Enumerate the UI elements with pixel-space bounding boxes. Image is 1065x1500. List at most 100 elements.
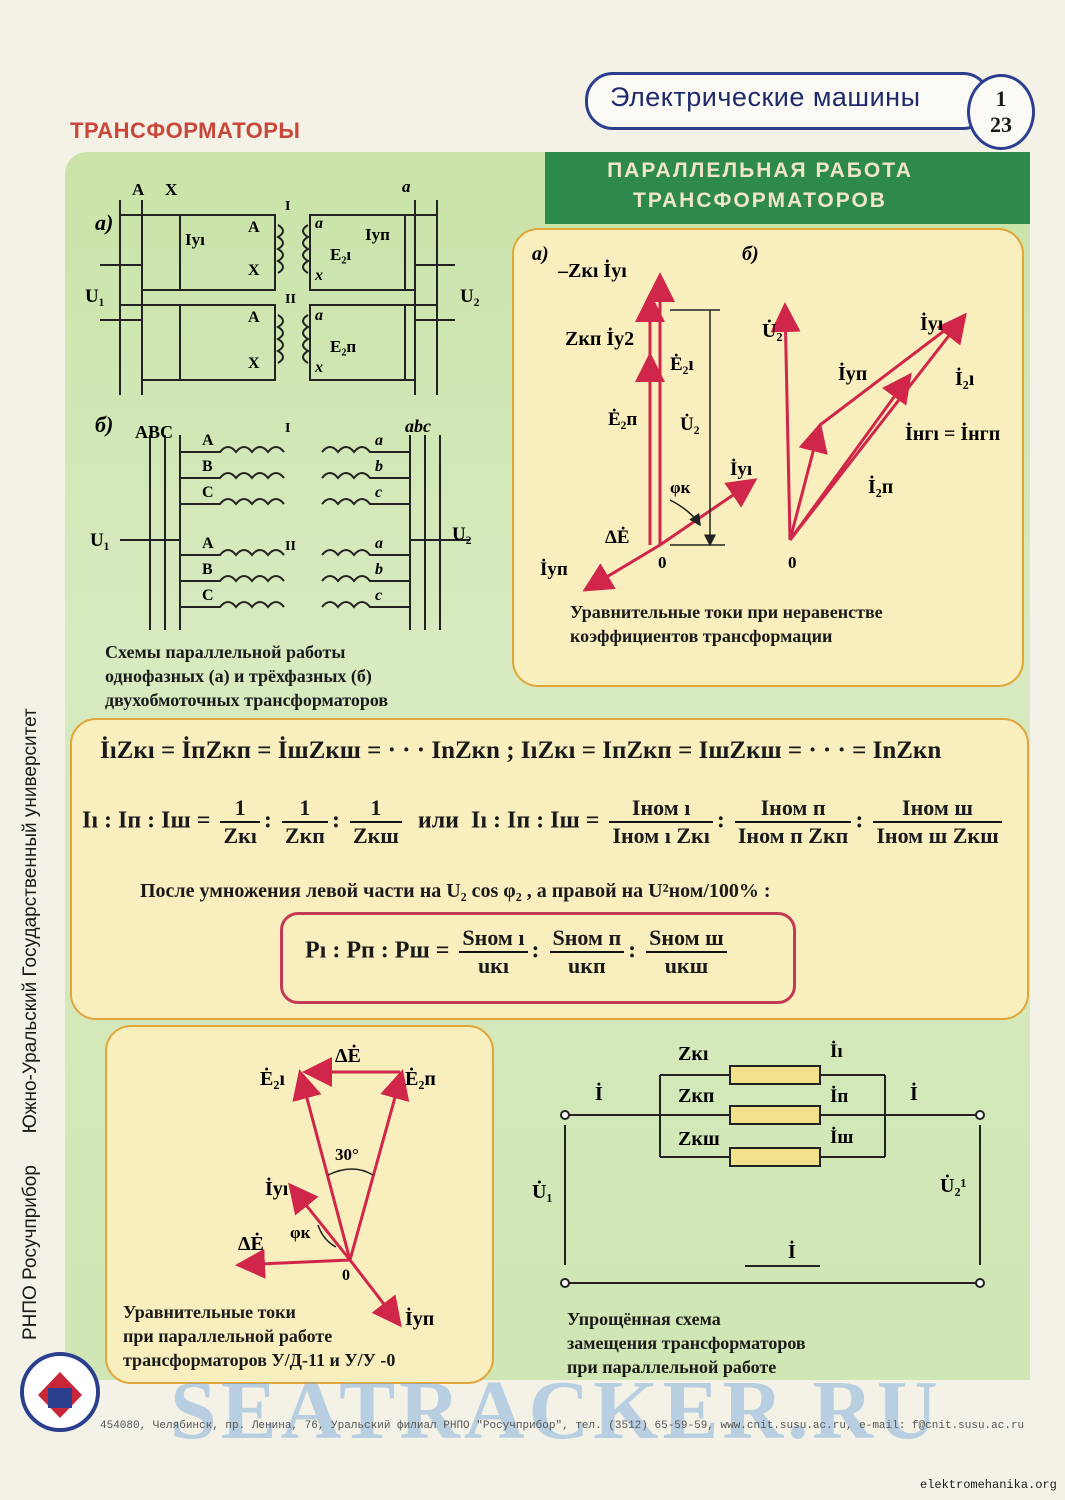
scheme-label-b: б) [95,412,113,437]
group-caption-2: при параллельной работе [123,1326,333,1346]
term-a12: X [248,262,260,279]
section-label: ТРАНСФОРМАТОРЫ [70,118,301,143]
term-a14: x [314,267,323,284]
formula-note: После умножения левой части на U₂ cos φ₂… [140,880,771,902]
term-b10: U₁ [90,530,109,551]
term-b1: abc [405,416,431,436]
circ-label-9: U̇₂¹ [940,1173,966,1197]
vec-a-4: U̇₂ [680,414,700,435]
circ-label-1: Zкп [678,1085,714,1107]
watermark: SEATRACKER.RU [170,1364,942,1457]
circ-label-2: Zкш [678,1128,720,1150]
side-univ: Южно-Уральский Государственный университ… [20,708,41,1134]
term-b15: a [375,535,383,552]
result-box [280,912,796,1004]
vec-a-2: Ė₂ı [670,354,694,375]
term-a1: X [165,180,178,199]
term-b12: A [202,535,214,552]
side-org: РНПО Росучприбор [20,1165,41,1340]
term-b13: B [202,561,213,578]
vector-caption-2: коэффициентов трансформации [570,626,833,646]
circuit-caption-1: Упрощённая схема [567,1309,721,1329]
term-a13: a [315,215,323,232]
term-b17: c [375,587,382,604]
term-b14: C [202,587,214,604]
topic-line1: ПАРАЛЛЕЛЬНАЯ РАБОТА [607,159,913,182]
ratio-right: Iı : Iп : Iш = [471,807,600,834]
vec-b-0: U̇₂ [762,318,782,342]
term-a2: a [402,177,411,196]
side-org-univ: РНПО Росучприбор Южно-Уральский Государс… [20,708,42,1340]
term-b8: I [285,421,290,436]
vec-b-6: 0 [788,553,797,572]
footer-site: elektromehanika.org [920,1478,1057,1492]
vector-diagrams: а) б) –Zкı İуı Zкп İу2 Ė₂ı Ė₂п U̇₂ İуı φ… [532,243,1000,592]
vector-panel [512,228,1024,687]
term-a9: E₂ı [330,245,351,264]
term-b0: ABC [135,422,173,442]
badge-top: 1 [995,86,1007,111]
vec-b-2: İуп [838,361,867,385]
formula-line1: İıZкı = İпZкп = İшZкш = · · · InZкn ; Iı… [100,737,942,764]
grp-label-1: Ė₂ı [260,1066,285,1090]
term-a0: A [132,180,145,199]
formula-panel [70,718,1029,1020]
circ-label-0: Zкı [678,1043,709,1065]
badge-bottom: 23 [990,112,1012,137]
grp-label-3: 30° [335,1145,359,1164]
header-title: Электрические машины [610,82,921,112]
term-b6: b [375,458,383,475]
term-b2: A [202,432,214,449]
vec-a-6: φк [670,478,691,497]
vector-caption: Уравнительные токи при неравенстве коэфф… [570,600,883,648]
vec-b-4: İнгı = İнгп [905,421,1000,445]
ratio-left: Iı : Iп : Iш = [82,807,211,834]
grp-label-4: İуı [265,1176,289,1200]
term-a4: II [285,292,296,307]
equivalent-circuit: Zкı Zкп Zкш İı İп İш İ İ U̇₁ U̇₂¹ İ [532,1041,985,1288]
vec-a-3: Ė₂п [608,409,637,430]
group-caption-1: Уравнительные токи [123,1302,296,1322]
term-b9: II [285,539,296,554]
grp-label-8: İуп [405,1306,434,1330]
term-a3: I [285,199,290,214]
circuit-caption-3: при параллельной работе [567,1357,777,1377]
topic-title: ПАРАЛЛЕЛЬНАЯ РАБОТА ТРАНСФОРМАТОРОВ [560,156,960,216]
schemes-caption-3: двухобмоточных трансформаторов [105,690,389,710]
grp-label-5: φк [290,1223,311,1242]
group-caption-3: трансформаторов У/Д-11 и У/У -0 [123,1350,396,1370]
term-b3: B [202,458,213,475]
vec-a-5: İуı [730,459,752,480]
vector-caption-1: Уравнительные токи при неравенстве [570,602,883,622]
vec-b-1: İуı [920,311,944,335]
term-a17: a [315,307,323,324]
term-a5: U₁ [85,286,104,307]
term-a18: x [314,359,323,376]
circuit-caption: Упрощённая схема замещения трансформатор… [567,1307,806,1379]
term-b7: c [375,484,382,501]
vec-a-9: 0 [658,553,667,572]
group-caption: Уравнительные токи при параллельной рабо… [123,1300,395,1372]
term-a11: A [248,219,260,236]
term-a15: A [248,309,260,326]
topic-line2: ТРАНСФОРМАТОРОВ [633,189,887,212]
vec-a-0: –Zкı İуı [557,258,627,282]
grp-label-7: 0 [342,1267,350,1284]
grp-label-6: ΔĖ [238,1231,264,1255]
vec-label-b: б) [742,243,759,265]
schemes-caption-1: Схемы параллельной работы [105,642,346,662]
result-left: Pı : Pп : Pш = [305,937,450,964]
circ-label-5: İш [830,1127,853,1148]
vec-a-7: ΔĖ [605,527,630,548]
term-a8: Iуп [365,225,390,244]
vec-b-5: İ₂п [868,474,893,498]
or-word: или [417,807,459,834]
